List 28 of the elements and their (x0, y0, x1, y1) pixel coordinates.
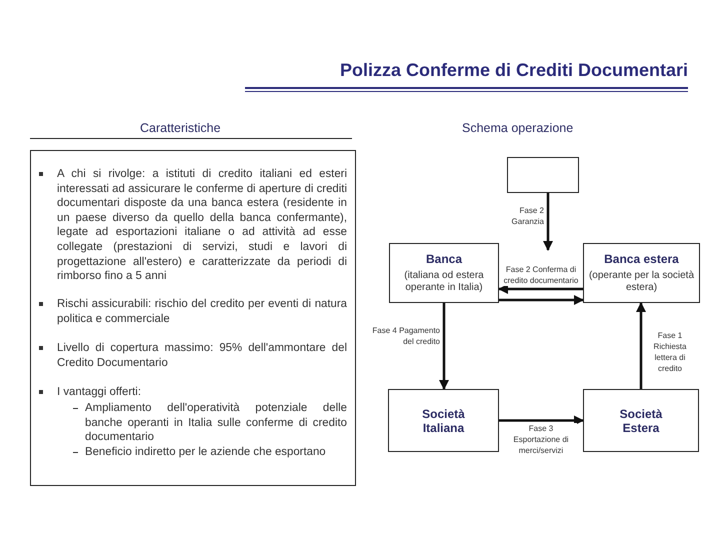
bullet-text: Beneficio indiretto per le aziende che esportano (85, 445, 327, 460)
arrow (439, 303, 449, 390)
arrow (498, 284, 583, 294)
entity-box (388, 389, 499, 452)
text-panel (30, 150, 356, 486)
title: Polizza Conferme di Crediti Documentari (340, 60, 688, 81)
node-title: Banca (426, 252, 462, 266)
node-subtitle: (italiana od estera operante in Italia) (403, 270, 485, 294)
edge-label: Fase 4 Pagamento del credito (372, 325, 440, 347)
arrow (499, 416, 584, 426)
node-title: Società Estera (618, 406, 664, 434)
section-heading: Schema operazione (462, 121, 574, 135)
bullet-text: Livello di copertura massimo: 95% dell'ammontare del Credito Documentario (57, 341, 347, 370)
entity-box (583, 389, 699, 452)
arrow (636, 302, 646, 389)
bullet-text: A chi si rivolge: a istituti di credito italiani ed esteri interessati ad assicurare le conferme di aperture di crediti documentari disposte da una banca estera (residente in un paese diverso da quello della banca confermante), legate ad esportazioni italiane o ad attività ad esse collegate (prestazioni di servizi, studi e lavori di progettazione all'estero) e caratterizzate da periodi di rimborso fino a 5 anni (57, 167, 347, 284)
entity-box (389, 243, 499, 303)
node-title: Società Italiana (421, 406, 466, 434)
arrow (543, 193, 553, 251)
entity-box (583, 243, 700, 303)
bullet-text: Ampliamento dell'operatività potenziale delle banche operanti in Italia sulle conferme di credito documentario (85, 401, 347, 445)
bullet-text: Rischi assicurabili: rischio del credito per eventi di natura politica e commerciale (57, 297, 347, 326)
node-title: Banca estera (604, 252, 679, 266)
bullet-text: I vantaggi offerti: (57, 385, 142, 400)
arrow (499, 295, 584, 305)
outline-box (507, 157, 579, 193)
node-subtitle: (operante per la società estera) (588, 270, 696, 294)
section-heading: Caratteristiche (140, 121, 221, 135)
